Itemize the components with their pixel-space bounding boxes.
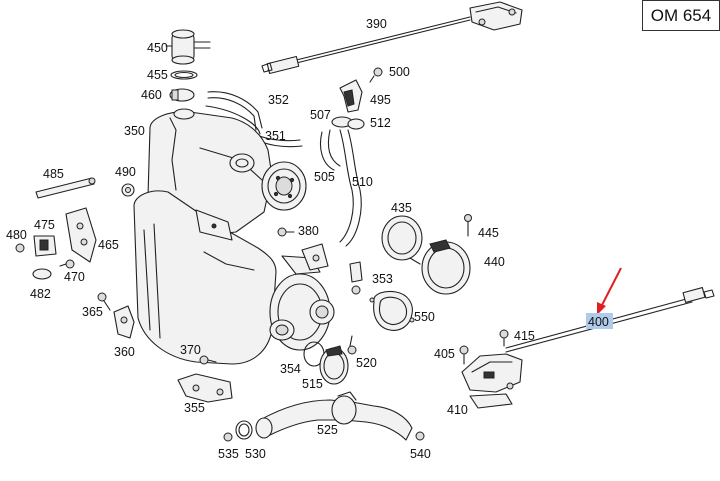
label-500: 500 [389, 65, 410, 79]
part-415-bolt [499, 329, 509, 347]
part-460-clamp [169, 88, 195, 102]
label-530: 530 [245, 447, 266, 461]
part-490-nut [121, 183, 135, 197]
engine-code-title: OM 654 [650, 6, 712, 25]
part-535-bolt [223, 432, 233, 442]
part-512-clamp [347, 118, 365, 130]
label-390: 390 [366, 17, 387, 31]
label-525: 525 [317, 423, 338, 437]
label-352: 352 [268, 93, 289, 107]
label-495: 495 [370, 93, 391, 107]
part-465-bracket [65, 207, 97, 263]
part-410-control-unit [461, 353, 523, 409]
part-380-bolt [277, 227, 295, 237]
label-445: 445 [478, 226, 499, 240]
engine-code-box: OM 654 [642, 0, 720, 31]
part-485-rod [35, 177, 96, 199]
label-354: 354 [280, 362, 301, 376]
label-455: 455 [147, 68, 168, 82]
part-455-seal [170, 70, 198, 80]
label-365: 365 [82, 305, 103, 319]
label-353: 353 [372, 272, 393, 286]
label-410: 410 [447, 403, 468, 417]
label-475: 475 [34, 218, 55, 232]
part-515-clamp [319, 345, 349, 385]
label-400: 400 [588, 315, 609, 329]
part-480-bolt [15, 243, 25, 253]
label-505: 505 [314, 170, 335, 184]
part-440-clamp [409, 239, 471, 295]
label-550: 550 [414, 310, 435, 324]
label-400-highlight [586, 313, 613, 329]
part-353-bracket [301, 243, 363, 295]
part-355-bracket [177, 373, 233, 403]
label-351: 351 [265, 129, 286, 143]
label-380: 380 [298, 224, 319, 238]
part-390-sensor [261, 1, 523, 75]
label-510: 510 [352, 175, 373, 189]
part-475-sensor [33, 235, 57, 257]
label-440: 440 [484, 255, 505, 269]
label-490: 490 [115, 165, 136, 179]
part-530-gasket [235, 420, 253, 440]
label-405: 405 [434, 347, 455, 361]
label-540: 540 [410, 447, 431, 461]
label-460: 460 [141, 88, 162, 102]
part-540-bolt [415, 431, 425, 441]
part-495-sensor [339, 79, 363, 113]
label-355: 355 [184, 401, 205, 415]
part-365-bolt [97, 292, 111, 311]
label-370: 370 [180, 343, 201, 357]
label-435: 435 [391, 201, 412, 215]
label-507: 507 [310, 108, 331, 122]
part-505-hose [319, 129, 341, 171]
highlight-arrow [597, 267, 622, 315]
label-535: 535 [218, 447, 239, 461]
part-550-gasket [369, 290, 415, 331]
part-435-gasket [381, 215, 423, 261]
part-450-fitting [165, 29, 211, 65]
label-350: 350 [124, 124, 145, 138]
label-515: 515 [302, 377, 323, 391]
part-525-exhaust-pipe [255, 391, 413, 441]
part-405-bolt [459, 345, 469, 365]
part-470-bolt [59, 259, 75, 269]
part-445-bolt [464, 214, 472, 237]
part-520-bolt [347, 335, 357, 355]
part-510-hose [339, 129, 362, 247]
label-415: 415 [514, 329, 535, 343]
part-360-bracket [113, 305, 135, 339]
label-470: 470 [64, 270, 85, 284]
label-482: 482 [30, 287, 51, 301]
part-350-catalyst-housing [133, 108, 335, 365]
part-370-bolt [199, 355, 217, 365]
label-512: 512 [370, 116, 391, 130]
label-360: 360 [114, 345, 135, 359]
label-520: 520 [356, 356, 377, 370]
part-352-hose [205, 91, 263, 135]
label-450: 450 [147, 41, 168, 55]
label-465: 465 [98, 238, 119, 252]
part-500-bolt [369, 67, 383, 83]
label-480: 480 [6, 228, 27, 242]
label-485: 485 [43, 167, 64, 181]
part-482-clip [32, 268, 52, 280]
